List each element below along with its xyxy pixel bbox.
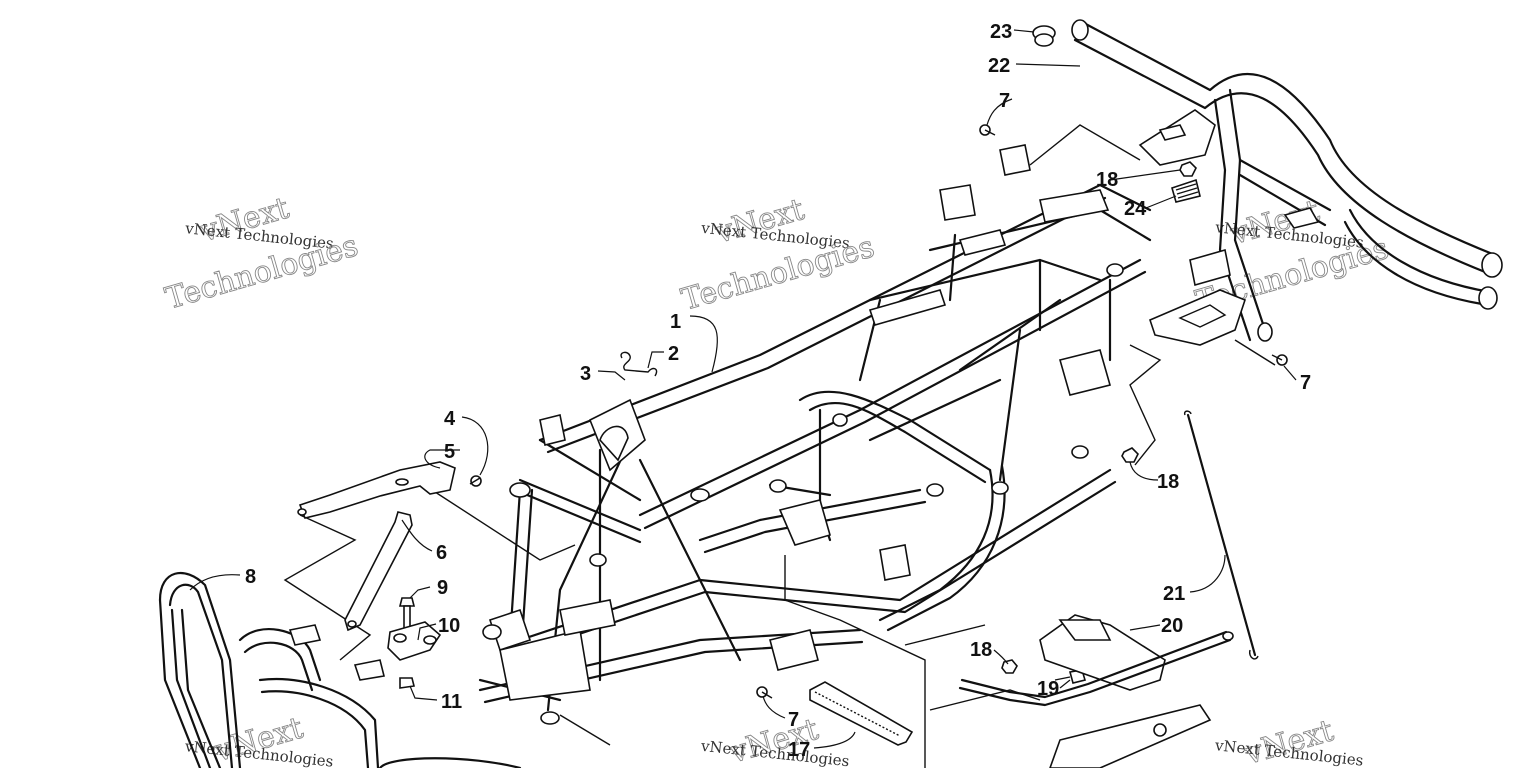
main-frame bbox=[478, 144, 1152, 725]
watermark-left: vNext vNext Technologies Technologies bbox=[161, 190, 362, 317]
callout-labels: 1 2 3 4 5 6 7 7 7 8 9 10 11 17 18 18 18 … bbox=[245, 21, 1311, 761]
callout-4: 4 bbox=[444, 408, 456, 430]
callout-10: 10 bbox=[438, 615, 460, 637]
rod-part-21 bbox=[1183, 410, 1259, 660]
callout-7-bottom: 7 bbox=[788, 709, 799, 731]
pad-part-17 bbox=[809, 681, 914, 746]
watermark-center: vNext vNext Technologies Technologies bbox=[677, 192, 878, 319]
callout-24: 24 bbox=[1124, 198, 1147, 220]
callout-23: 23 bbox=[990, 21, 1012, 43]
callout-18-right: 18 bbox=[1157, 471, 1179, 493]
front-rack-part-8 bbox=[158, 571, 522, 768]
front-bracket-part-5 bbox=[297, 461, 456, 519]
callout-21: 21 bbox=[1163, 583, 1185, 605]
brace-part-6 bbox=[344, 511, 413, 632]
plug-part-23 bbox=[1032, 25, 1056, 47]
callout-19: 19 bbox=[1037, 678, 1059, 700]
callout-2: 2 bbox=[668, 343, 679, 365]
callout-11: 11 bbox=[441, 691, 462, 713]
callout-3: 3 bbox=[580, 363, 591, 385]
bolt-part-7 bbox=[756, 124, 1288, 699]
callout-18-bottom: 18 bbox=[970, 639, 992, 661]
callout-7-right: 7 bbox=[1300, 372, 1311, 394]
callout-20: 20 bbox=[1161, 615, 1183, 637]
callout-6: 6 bbox=[436, 542, 447, 564]
clip-part-2-3 bbox=[620, 351, 658, 377]
rear-rack-part-22 bbox=[1071, 19, 1503, 346]
callout-18-top: 18 bbox=[1096, 169, 1118, 191]
nut-part-18 bbox=[1001, 161, 1197, 674]
callout-7-top: 7 bbox=[999, 90, 1010, 112]
callout-5: 5 bbox=[444, 441, 455, 463]
leader-lines bbox=[189, 29, 1297, 749]
callout-1: 1 bbox=[670, 311, 681, 333]
callout-17: 17 bbox=[788, 739, 810, 761]
callout-22: 22 bbox=[988, 55, 1010, 77]
fastener-stack-9-10-11 bbox=[387, 597, 442, 689]
decal-part-24 bbox=[1171, 178, 1201, 203]
assembly-guide-lines bbox=[283, 124, 1276, 768]
callout-8: 8 bbox=[245, 566, 256, 588]
callout-9: 9 bbox=[437, 577, 448, 599]
rear-bracket-part-20 bbox=[958, 614, 1234, 768]
bolt-part-4 bbox=[469, 475, 482, 487]
